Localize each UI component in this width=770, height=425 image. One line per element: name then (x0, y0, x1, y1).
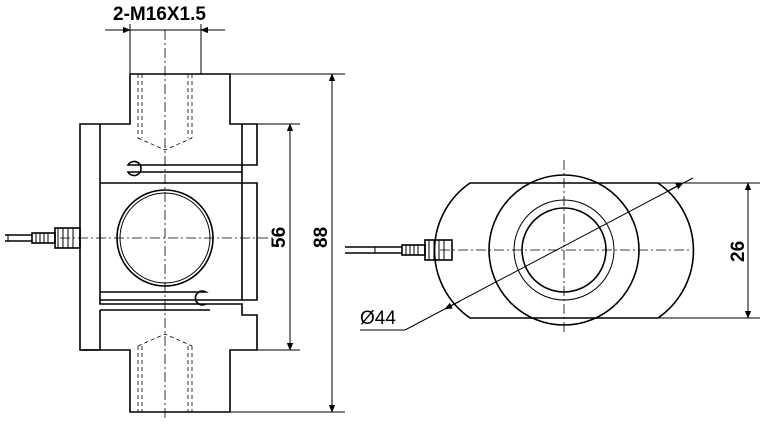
upper-drill-point (137, 137, 193, 151)
front-view: 2-M16X1.5 56 88 (5, 4, 345, 420)
front-cable-gland (5, 227, 81, 249)
upper-slot (126, 160, 242, 177)
width-dimension: 26 (658, 182, 760, 319)
diameter-dimension: Ø44 (360, 177, 694, 331)
total-height-label: 88 (311, 227, 332, 248)
diameter-label: Ø44 (360, 308, 396, 329)
lower-slot (100, 290, 209, 306)
lower-drill-point (137, 333, 193, 347)
side-view: Ø44 26 (345, 160, 760, 335)
thread-label: 2-M16X1.5 (113, 4, 206, 25)
front-body-outline (79, 73, 258, 413)
total-height-dimension: 88 (230, 73, 345, 413)
side-cable-gland (345, 239, 453, 261)
inner-height-dimension: 56 (257, 123, 300, 351)
width-label: 26 (728, 241, 749, 262)
inner-height-label: 56 (269, 227, 290, 248)
thread-dimension: 2-M16X1.5 (105, 4, 225, 74)
